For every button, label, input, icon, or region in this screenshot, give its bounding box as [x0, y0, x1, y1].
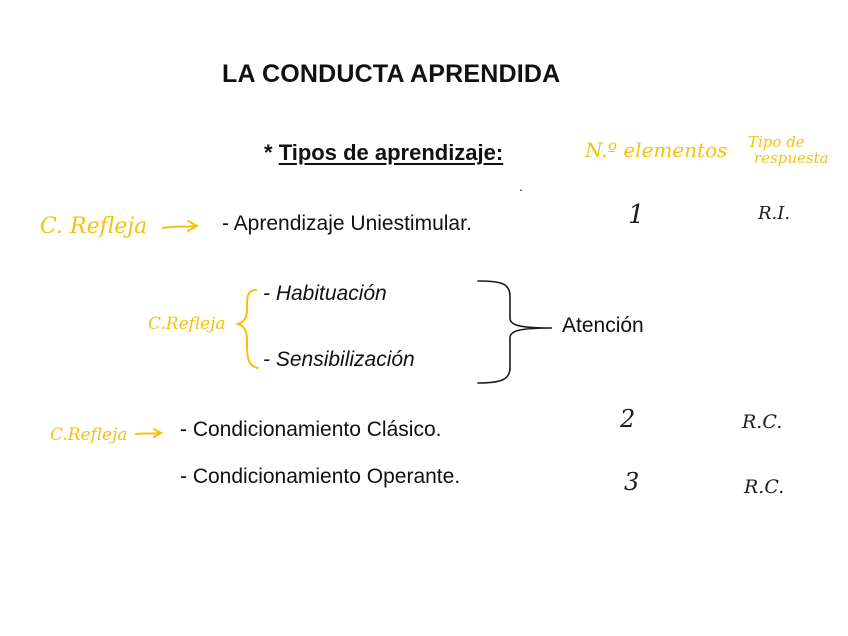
bracket-icon	[477, 280, 553, 384]
margin-note-c-refleja-3: C.Refleja	[50, 425, 128, 445]
response-type-operante: R.C.	[744, 476, 785, 498]
brace-icon	[234, 289, 259, 369]
elements-count-clasico: 2	[620, 405, 636, 433]
list-item-condicionamiento-clasico: - Condicionamiento Clásico.	[180, 418, 442, 441]
grouping-label-atencion: Atención	[562, 314, 644, 337]
margin-note-c-refleja: C. Refleja	[40, 214, 148, 239]
column-header-tipo-line2: respuesta	[754, 149, 829, 167]
arrow-icon	[135, 428, 164, 438]
elements-count-uniestimular: 1	[628, 200, 645, 230]
elements-count-operante: 3	[624, 468, 640, 496]
bullet-star: *	[264, 140, 273, 165]
column-header-tipo-line1: Tipo de	[748, 133, 805, 151]
column-header-tipo-respuesta: Tipo de respuesta	[748, 134, 829, 166]
list-item-sensibilizacion: - Sensibilización	[263, 348, 415, 371]
list-item-habituacion: - Habituación	[263, 282, 387, 305]
stray-dot: .	[519, 178, 523, 194]
margin-note-c-refleja-2: C.Refleja	[148, 314, 226, 334]
arrow-icon	[162, 220, 200, 232]
list-item-uniestimular: - Aprendizaje Uniestimular.	[222, 212, 472, 235]
section-heading-text: Tipos de aprendizaje:	[278, 140, 504, 165]
response-type-clasico: R.C.	[742, 411, 783, 433]
response-type-uniestimular: R.I.	[758, 203, 791, 224]
column-header-elementos: N.º elementos	[585, 138, 728, 162]
section-heading: * Tipos de aprendizaje:	[264, 140, 503, 166]
page-title: LA CONDUCTA APRENDIDA	[222, 60, 561, 88]
list-item-condicionamiento-operante: - Condicionamiento Operante.	[180, 465, 461, 488]
